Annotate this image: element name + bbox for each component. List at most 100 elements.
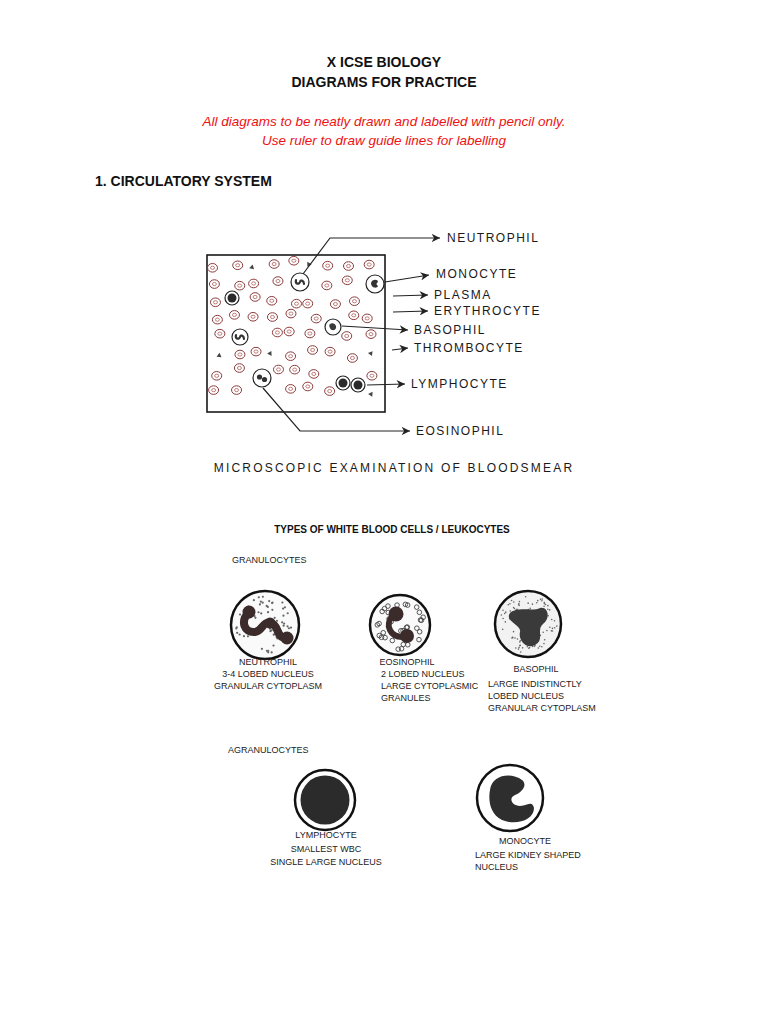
rbc-outline bbox=[344, 262, 354, 271]
granule bbox=[539, 645, 541, 647]
erythrocyte bbox=[342, 332, 352, 341]
granule bbox=[274, 617, 276, 619]
rbc-outline bbox=[342, 276, 352, 285]
erythrocyte bbox=[303, 382, 313, 391]
erythrocyte bbox=[330, 300, 340, 309]
callout-label: THROMBOCYTE bbox=[414, 341, 524, 355]
rbc-outline bbox=[272, 328, 282, 337]
granule bbox=[544, 639, 546, 641]
granule bbox=[511, 600, 513, 602]
granule bbox=[516, 608, 518, 610]
granule bbox=[383, 635, 388, 640]
granule bbox=[537, 600, 539, 602]
granule bbox=[271, 651, 273, 653]
granule bbox=[529, 647, 531, 649]
erythrocyte bbox=[323, 261, 333, 270]
erythrocyte bbox=[212, 315, 222, 324]
callout-label: BASOPHIL bbox=[414, 323, 486, 337]
granule bbox=[519, 641, 521, 643]
granule bbox=[549, 609, 551, 611]
rbc-centre bbox=[292, 259, 296, 262]
erythrocyte bbox=[233, 261, 243, 270]
granule bbox=[502, 629, 504, 631]
page-subtitle: DIAGRAMS FOR PRACTICE bbox=[291, 74, 476, 90]
neutrophil-drawing bbox=[231, 591, 299, 659]
granule bbox=[502, 618, 504, 620]
granule bbox=[547, 615, 549, 617]
rbc-centre bbox=[287, 330, 291, 333]
granule bbox=[396, 647, 401, 652]
rbc-centre bbox=[236, 264, 240, 267]
granule bbox=[288, 627, 290, 629]
granule bbox=[528, 648, 530, 650]
erythrocyte bbox=[349, 297, 359, 306]
rbc-outline bbox=[269, 260, 279, 269]
rbc-centre bbox=[276, 368, 280, 371]
nucleus-lobe bbox=[400, 629, 414, 643]
granule bbox=[536, 602, 538, 604]
erythrocyte bbox=[251, 347, 261, 356]
erythrocyte bbox=[235, 281, 245, 290]
rbc-outline bbox=[362, 314, 372, 323]
granule bbox=[525, 596, 527, 598]
granule bbox=[542, 631, 544, 633]
granule bbox=[287, 612, 289, 614]
smear-frame bbox=[207, 255, 385, 412]
rbc-outline bbox=[349, 311, 359, 320]
wbc-outline bbox=[291, 273, 309, 291]
erythrocyte bbox=[325, 347, 335, 356]
rbc-outline bbox=[366, 330, 376, 339]
rbc-outline bbox=[289, 256, 299, 265]
rbc-centre bbox=[345, 334, 349, 337]
granule bbox=[268, 600, 270, 602]
erythrocyte bbox=[303, 299, 313, 308]
nucleus-lobe bbox=[243, 606, 256, 619]
granule bbox=[281, 601, 283, 603]
erythrocyte bbox=[229, 311, 239, 320]
granule bbox=[518, 603, 520, 605]
granule bbox=[253, 599, 255, 601]
erythrocyte bbox=[291, 299, 301, 308]
cell-membrane bbox=[495, 591, 561, 657]
leader-line bbox=[342, 326, 408, 330]
rbc-centre bbox=[352, 314, 356, 317]
granule bbox=[259, 603, 261, 605]
erythrocyte bbox=[349, 311, 359, 320]
erythrocyte bbox=[322, 281, 332, 290]
rbc-outline bbox=[303, 299, 313, 308]
rbc-outline bbox=[286, 309, 296, 318]
lymphocyte-drawing bbox=[295, 770, 355, 830]
rbc-outline bbox=[330, 300, 340, 309]
figure-heading: TYPES OF WHITE BLOOD CELLS / LEUKOCYTES bbox=[274, 523, 510, 537]
granule bbox=[519, 645, 521, 647]
erythrocyte bbox=[344, 262, 354, 271]
wbc-nucleus bbox=[257, 374, 262, 379]
granule bbox=[273, 634, 275, 636]
erythrocyte bbox=[342, 276, 352, 285]
granule bbox=[502, 609, 504, 611]
erythrocyte bbox=[286, 309, 296, 318]
rbc-outline bbox=[309, 370, 319, 379]
granules bbox=[375, 602, 425, 651]
cell-feature: LARGE KIDNEY SHAPED NUCLEUS bbox=[475, 849, 587, 873]
rbc-outline bbox=[250, 293, 260, 302]
granule bbox=[551, 630, 553, 632]
rbc-outline bbox=[325, 387, 335, 396]
rbc-centre bbox=[237, 366, 241, 369]
granule bbox=[517, 638, 519, 640]
wbc-outline bbox=[351, 378, 365, 392]
granule bbox=[405, 642, 410, 647]
erythrocyte bbox=[209, 280, 219, 289]
rbc-outline bbox=[308, 346, 318, 355]
rbc-outline bbox=[323, 261, 333, 270]
rbc-outline bbox=[234, 364, 244, 373]
granule bbox=[283, 625, 285, 627]
blood-smear bbox=[207, 255, 385, 412]
rbc-centre bbox=[312, 372, 316, 375]
wbc-nucleus bbox=[262, 377, 267, 382]
erythrocyte bbox=[212, 372, 222, 381]
granule bbox=[520, 651, 522, 653]
rbc-outline bbox=[342, 332, 352, 341]
granule bbox=[556, 625, 558, 627]
